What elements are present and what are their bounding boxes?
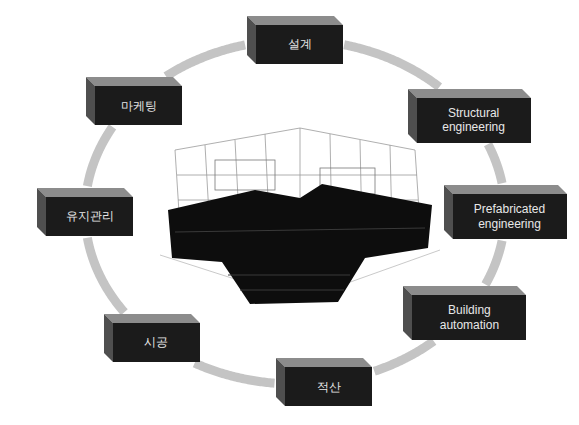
box-side-face (276, 358, 285, 406)
stage-box: 설계 (247, 16, 343, 64)
box-side-face (86, 77, 95, 125)
box-top-face (403, 286, 526, 295)
box-side-face (444, 185, 453, 239)
ring-segment (195, 363, 275, 383)
box-label: 설계 (288, 37, 312, 51)
box-side-face (37, 188, 46, 236)
ring-segment (166, 45, 245, 76)
box-front-face (113, 323, 200, 362)
box-top-face (86, 77, 182, 86)
box-front-face (46, 197, 133, 236)
stage-box: 마케팅 (86, 77, 182, 125)
box-front-face (285, 367, 372, 406)
box-top-face (104, 314, 200, 323)
stage-box: 적산 (276, 358, 372, 406)
box-side-face (104, 314, 113, 362)
box-label: Structural engineering (428, 106, 520, 135)
ring-segment (488, 144, 502, 183)
box-side-face (408, 89, 417, 143)
ring-segment (374, 341, 433, 371)
ring-segment (344, 45, 439, 87)
box-top-face (276, 358, 372, 367)
building-mass (168, 184, 432, 304)
box-front-face (453, 194, 567, 239)
box-side-face (247, 16, 256, 64)
stage-box: 시공 (104, 314, 200, 362)
stage-box: Prefabricated engineering (444, 185, 567, 239)
box-front-face (412, 295, 526, 340)
box-label: Building automation (423, 303, 515, 332)
box-top-face (408, 89, 531, 98)
box-front-face (256, 25, 343, 64)
box-top-face (247, 16, 343, 25)
box-side-face (403, 286, 412, 340)
box-label: 유지관리 (66, 209, 114, 223)
ring-segment (87, 127, 112, 186)
stage-box: 유지관리 (37, 188, 133, 236)
box-label: 시공 (144, 335, 168, 349)
stage-box: Building automation (403, 286, 526, 340)
stage-box: Structural engineering (408, 89, 531, 143)
ring-segment (485, 241, 502, 285)
box-front-face (95, 86, 182, 125)
box-label: 마케팅 (121, 99, 157, 113)
ring-segment (87, 238, 124, 312)
box-label: Prefabricated engineering (464, 202, 556, 231)
box-top-face (37, 188, 133, 197)
box-top-face (444, 185, 567, 194)
box-label: 적산 (317, 380, 341, 394)
box-front-face (417, 98, 531, 143)
